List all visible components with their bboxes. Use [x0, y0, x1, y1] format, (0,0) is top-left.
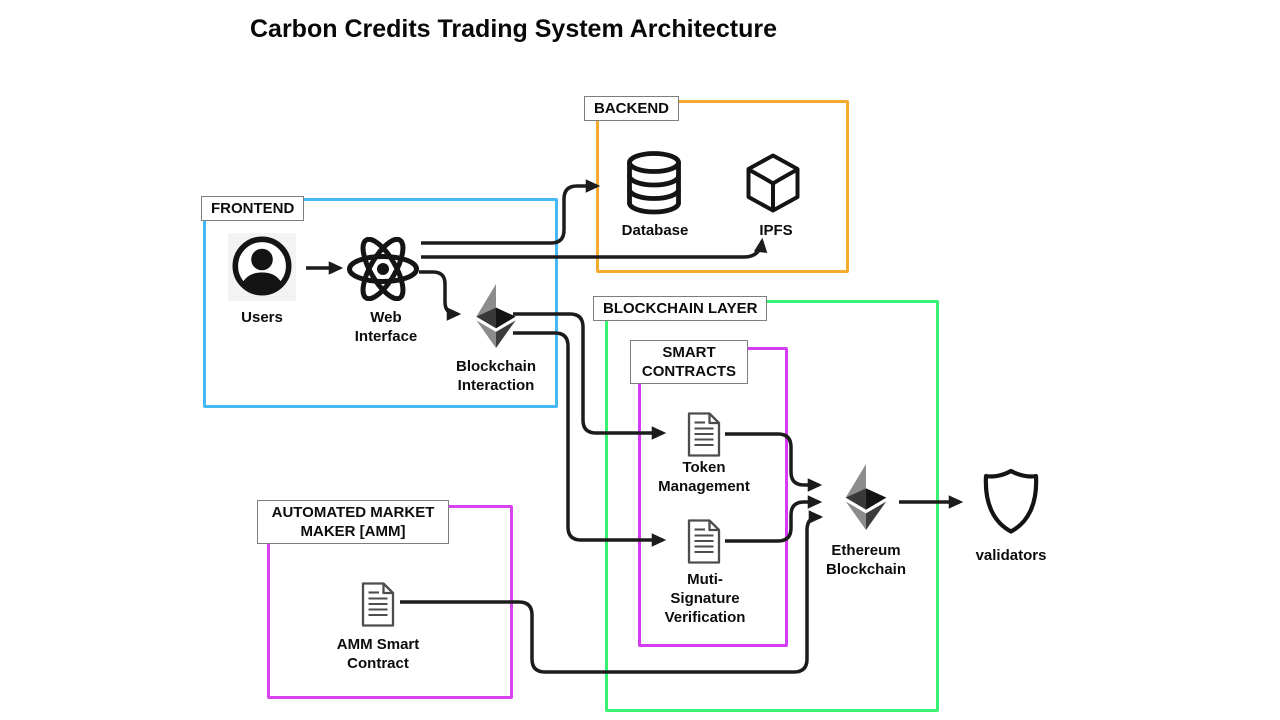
users-label: Users: [241, 309, 283, 326]
edge-muti-signature-to-ethereum: [725, 495, 823, 543]
frontend-group-box: [203, 198, 558, 408]
frontend-label: FRONTEND: [201, 196, 305, 222]
cube-icon: [744, 152, 802, 219]
ethereum-icon: [474, 284, 518, 353]
edge-blockchain-interaction-to-muti-signature: [513, 331, 667, 547]
ethereum-icon: [845, 464, 887, 535]
ethereum-blockchain-label: Ethereum Blockchain: [825, 542, 907, 579]
page-title: Carbon Credits Trading System Architectu…: [250, 15, 777, 43]
amm-smart-contract-label: AMM Smart Contract: [336, 636, 420, 673]
blockchain-layer-group-box: [605, 300, 939, 712]
database-label: Database: [621, 222, 689, 239]
edge-blockchain-interaction-to-token-management: [513, 312, 667, 440]
edge-amm-contract-to-ethereum: [400, 510, 824, 674]
react-atom-icon: [345, 236, 421, 306]
edge-token-management-to-ethereum: [725, 432, 823, 492]
smart-contracts-label: SMART CONTRACTS: [630, 340, 748, 385]
shield-icon: [982, 467, 1040, 540]
document-icon: [685, 518, 723, 570]
token-management-label: Token Management: [658, 459, 750, 496]
blockchain-interaction-label: Blockchain Interaction: [455, 358, 537, 395]
document-icon: [359, 581, 397, 633]
backend-label: BACKEND: [584, 96, 679, 122]
amm-label: AUTOMATED MARKET MAKER [AMM]: [257, 500, 449, 545]
document-icon: [685, 411, 723, 463]
validators-label: validators: [975, 547, 1047, 564]
ipfs-label: IPFS: [759, 222, 793, 239]
edge-web-interface-to-database: [421, 179, 601, 245]
web-interface-label: Web Interface: [354, 309, 418, 346]
user-avatar-icon: [228, 233, 296, 306]
muti-signature-label: Muti- Signature Verification: [664, 571, 746, 627]
database-cylinder-icon: [622, 150, 686, 221]
edge-web-interface-to-blockchain-interaction: [419, 270, 462, 321]
blockchain-layer-label: BLOCKCHAIN LAYER: [593, 296, 768, 322]
edge-web-interface-to-ipfs: [421, 237, 768, 259]
